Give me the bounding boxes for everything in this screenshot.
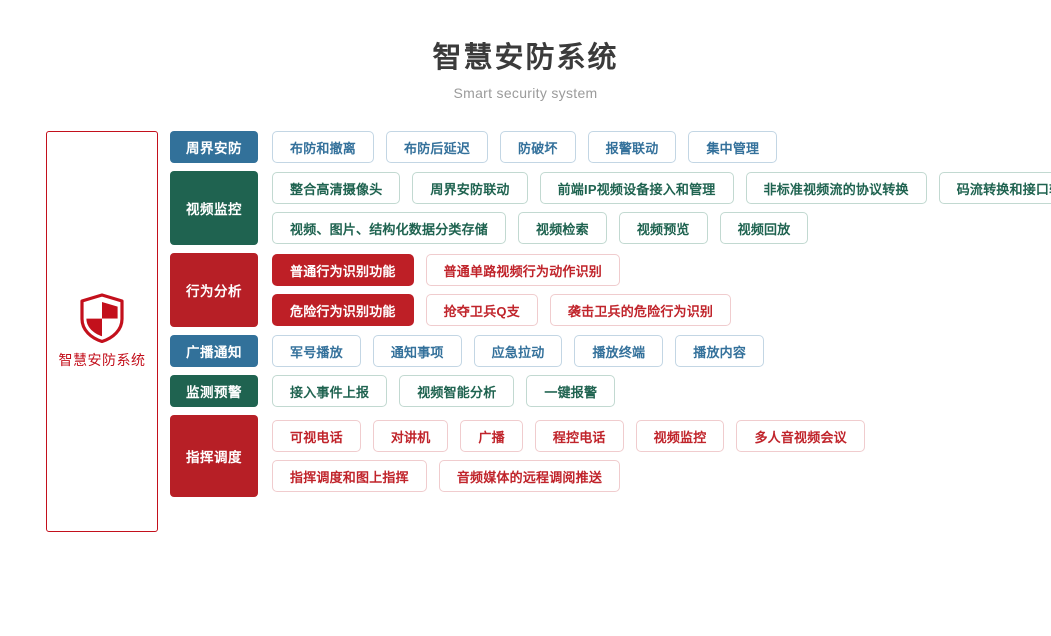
chip-item[interactable]: 防破坏 bbox=[500, 131, 576, 163]
chip-item[interactable]: 视频回放 bbox=[719, 212, 809, 244]
chip-item[interactable]: 普通单路视频行为动作识别 bbox=[425, 254, 621, 286]
chip-item[interactable]: 非标准视频流的协议转换 bbox=[745, 172, 927, 204]
chip-item[interactable]: 播放内容 bbox=[675, 335, 765, 367]
page-subtitle: Smart security system bbox=[453, 85, 598, 102]
chip-item[interactable]: 视频智能分析 bbox=[399, 375, 515, 407]
chip-item[interactable]: 多人音视频会议 bbox=[736, 420, 865, 452]
items-video-surveillance: 整合高清摄像头 周界安防联动 前端IP视频设备接入和管理 非标准视频流的协议转换… bbox=[258, 171, 1051, 245]
category-label-command-dispatch[interactable]: 指挥调度 bbox=[170, 415, 258, 497]
row-command-dispatch: 指挥调度 可视电话 对讲机 广播 程控电话 视频监控 多人音视频会议 指挥调度和… bbox=[170, 415, 1040, 497]
shield-icon bbox=[79, 293, 125, 344]
category-label-behavior-analysis[interactable]: 行为分析 bbox=[170, 253, 258, 327]
chip-item[interactable]: 集中管理 bbox=[688, 131, 778, 163]
chip-item[interactable]: 前端IP视频设备接入和管理 bbox=[539, 172, 734, 204]
items-line: 普通行为识别功能 普通单路视频行为动作识别 bbox=[272, 254, 1040, 286]
category-label-perimeter-security[interactable]: 周界安防 bbox=[170, 131, 258, 163]
items-monitoring-alert: 接入事件上报 视频智能分析 一键报警 bbox=[258, 375, 1040, 407]
row-broadcast-notification: 广播通知 军号播放 通知事项 应急拉动 播放终端 播放内容 bbox=[170, 335, 1040, 367]
items-line: 整合高清摄像头 周界安防联动 前端IP视频设备接入和管理 非标准视频流的协议转换… bbox=[272, 172, 1051, 204]
category-label-video-surveillance[interactable]: 视频监控 bbox=[170, 171, 258, 245]
chip-item[interactable]: 音频媒体的远程调阅推送 bbox=[438, 460, 621, 492]
items-line: 布防和撤离 布防后延迟 防破坏 报警联动 集中管理 bbox=[272, 131, 1040, 163]
items-behavior-analysis: 普通行为识别功能 普通单路视频行为动作识别 危险行为识别功能 抢夺卫兵Q支 袭击… bbox=[258, 253, 1040, 327]
chip-item[interactable]: 周界安防联动 bbox=[412, 172, 528, 204]
items-line: 危险行为识别功能 抢夺卫兵Q支 袭击卫兵的危险行为识别 bbox=[272, 294, 1040, 326]
chip-item[interactable]: 对讲机 bbox=[372, 420, 449, 452]
chip-item-active[interactable]: 危险行为识别功能 bbox=[272, 294, 414, 326]
chip-item[interactable]: 接入事件上报 bbox=[272, 375, 388, 407]
page-header: 智慧安防系统 Smart security system bbox=[0, 40, 1051, 101]
items-line: 军号播放 通知事项 应急拉动 播放终端 播放内容 bbox=[272, 335, 1040, 367]
chip-item[interactable]: 指挥调度和图上指挥 bbox=[272, 460, 427, 492]
category-label-monitoring-alert[interactable]: 监测预警 bbox=[170, 375, 258, 407]
chip-item[interactable]: 可视电话 bbox=[272, 420, 361, 452]
row-video-surveillance: 视频监控 整合高清摄像头 周界安防联动 前端IP视频设备接入和管理 非标准视频流… bbox=[170, 171, 1051, 245]
items-line: 接入事件上报 视频智能分析 一键报警 bbox=[272, 375, 1040, 407]
row-monitoring-alert: 监测预警 接入事件上报 视频智能分析 一键报警 bbox=[170, 375, 1040, 407]
row-behavior-analysis: 行为分析 普通行为识别功能 普通单路视频行为动作识别 危险行为识别功能 抢夺卫兵… bbox=[170, 253, 1040, 327]
items-perimeter-security: 布防和撤离 布防后延迟 防破坏 报警联动 集中管理 bbox=[258, 131, 1040, 163]
chip-item[interactable]: 军号播放 bbox=[272, 335, 361, 367]
chip-item[interactable]: 码流转换和接口转换 bbox=[938, 172, 1051, 204]
chip-item[interactable]: 通知事项 bbox=[372, 335, 462, 367]
chip-item[interactable]: 袭击卫兵的危险行为识别 bbox=[549, 294, 732, 326]
chip-item[interactable]: 播放终端 bbox=[574, 335, 664, 367]
brand-label: 智慧安防系统 bbox=[58, 352, 146, 368]
category-label-broadcast-notification[interactable]: 广播通知 bbox=[170, 335, 258, 367]
items-broadcast-notification: 军号播放 通知事项 应急拉动 播放终端 播放内容 bbox=[258, 335, 1040, 367]
chip-item-active[interactable]: 普通行为识别功能 bbox=[272, 254, 414, 286]
chip-item[interactable]: 程控电话 bbox=[534, 420, 624, 452]
chip-item[interactable]: 视频监控 bbox=[635, 420, 725, 452]
page-title: 智慧安防系统 bbox=[432, 42, 619, 74]
chip-item[interactable]: 广播 bbox=[460, 420, 523, 452]
chip-item[interactable]: 布防和撤离 bbox=[272, 131, 375, 163]
chip-item[interactable]: 视频、图片、结构化数据分类存储 bbox=[272, 212, 507, 244]
items-line: 指挥调度和图上指挥 音频媒体的远程调阅推送 bbox=[272, 460, 1040, 492]
chip-item[interactable]: 报警联动 bbox=[587, 131, 677, 163]
chip-item[interactable]: 视频预览 bbox=[618, 212, 708, 244]
chip-item[interactable]: 一键报警 bbox=[526, 375, 616, 407]
row-perimeter-security: 周界安防 布防和撤离 布防后延迟 防破坏 报警联动 集中管理 bbox=[170, 131, 1040, 163]
capability-matrix: 周界安防 布防和撤离 布防后延迟 防破坏 报警联动 集中管理 视频监控 整合高清… bbox=[170, 131, 1051, 505]
items-line: 可视电话 对讲机 广播 程控电话 视频监控 多人音视频会议 bbox=[272, 420, 1040, 452]
chip-item[interactable]: 抢夺卫兵Q支 bbox=[425, 294, 538, 326]
items-line: 视频、图片、结构化数据分类存储 视频检索 视频预览 视频回放 bbox=[272, 212, 1051, 244]
items-command-dispatch: 可视电话 对讲机 广播 程控电话 视频监控 多人音视频会议 指挥调度和图上指挥 … bbox=[258, 415, 1040, 497]
chip-item[interactable]: 布防后延迟 bbox=[386, 131, 489, 163]
chip-item[interactable]: 整合高清摄像头 bbox=[272, 172, 401, 204]
brand-panel: 智慧安防系统 bbox=[46, 131, 158, 532]
chip-item[interactable]: 应急拉动 bbox=[473, 335, 563, 367]
chip-item[interactable]: 视频检索 bbox=[518, 212, 607, 244]
